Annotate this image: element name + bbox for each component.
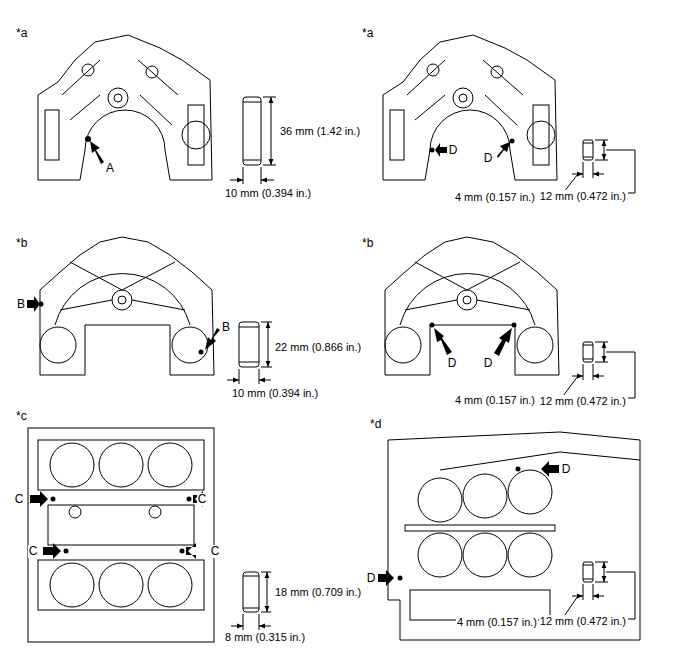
callout-letter: D xyxy=(448,144,459,157)
callout-letter: C xyxy=(210,545,221,558)
callout-letter: D xyxy=(483,357,494,370)
callout-letter: *b xyxy=(361,237,374,250)
callout-letter: *c xyxy=(15,410,28,423)
callout-letter: D xyxy=(366,572,377,585)
dimension-label: 22 mm (0.866 in.) xyxy=(274,341,362,354)
callout-letter: *b xyxy=(15,237,28,250)
dimension-label: 10 mm (0.394 in.) xyxy=(231,387,319,400)
dimension-label: 12 mm (0.472 in.) xyxy=(539,190,627,203)
dimension-label: 36 mm (1.42 in.) xyxy=(279,125,361,138)
dimension-label: 18 mm (0.709 in.) xyxy=(274,586,362,599)
callout-letter: *d xyxy=(369,418,382,431)
dimension-label: 12 mm (0.472 in.) xyxy=(539,615,627,628)
callout-letter: A xyxy=(105,162,115,175)
callout-letter: C xyxy=(14,493,25,506)
callout-letter: B xyxy=(221,321,231,334)
callout-letter: C xyxy=(28,545,39,558)
dimension-label: 4 mm (0.157 in.) xyxy=(454,394,536,407)
dimension-label: 8 mm (0.315 in.) xyxy=(224,631,306,644)
callout-letter: D xyxy=(447,357,458,370)
dimension-label: 4 mm (0.157 in.) xyxy=(456,616,538,629)
dimension-label: 10 mm (0.394 in.) xyxy=(224,187,312,200)
callout-letter: C xyxy=(197,493,208,506)
callout-letter: D xyxy=(561,463,572,476)
dimension-label: 4 mm (0.157 in.) xyxy=(454,191,536,204)
callout-letter: *a xyxy=(361,27,374,40)
callout-letter: *a xyxy=(15,27,28,40)
callout-letter: B xyxy=(16,298,26,311)
callout-letter: D xyxy=(483,152,494,165)
dimension-label: 12 mm (0.472 in.) xyxy=(539,395,627,408)
